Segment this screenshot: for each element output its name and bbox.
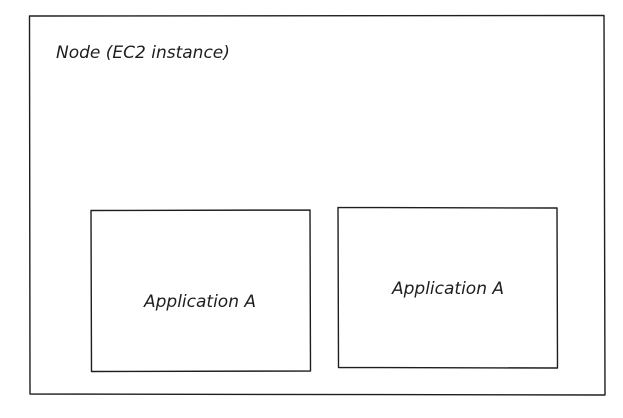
node-box-outline	[28, 14, 606, 396]
application-box-2-label: Application A	[391, 279, 504, 299]
application-box-2-outline	[337, 206, 559, 369]
application-box-1-outline	[90, 209, 312, 373]
application-box-1-label: Application A	[143, 292, 256, 312]
node-box: Node (EC2 instance)	[28, 14, 606, 396]
application-box-2: Application A	[337, 206, 559, 369]
node-label: Node (EC2 instance)	[56, 43, 230, 63]
application-box-1: Application A	[90, 209, 312, 373]
